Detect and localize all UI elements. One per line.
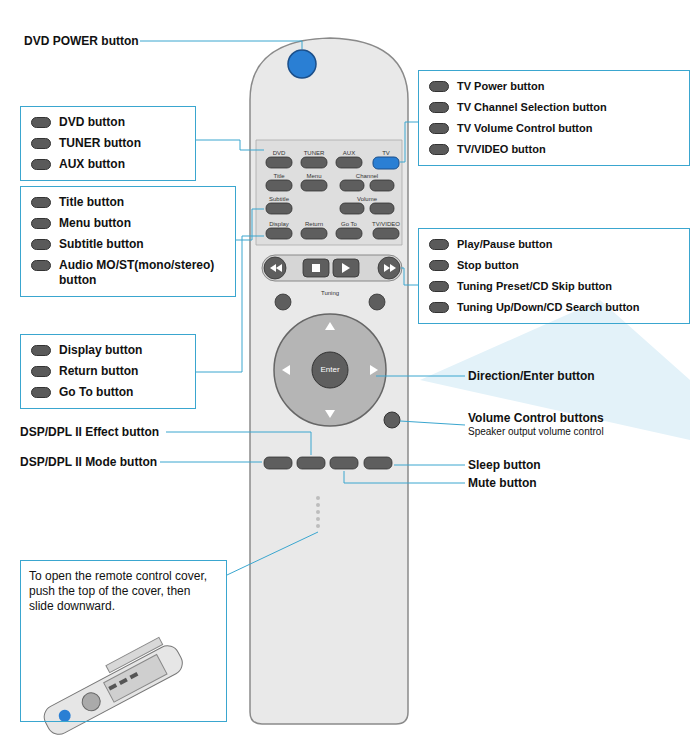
button-description: Display button — [29, 340, 187, 361]
button-description: Play/Pause button — [427, 234, 681, 255]
callout-box: Title buttonMenu buttonSubtitle buttonAu… — [20, 186, 236, 297]
button-description: Return button — [29, 361, 187, 382]
button-description: Menu button — [29, 213, 227, 234]
volume-button — [384, 412, 400, 428]
part-label: Direction/Enter button — [468, 369, 595, 383]
button-marking: Channel — [356, 173, 378, 179]
button-description: Title button — [29, 192, 227, 213]
button-marking: DVD — [273, 150, 286, 156]
button-description: TV/VIDEO button — [427, 139, 681, 160]
leader-lines — [140, 41, 465, 575]
button-marking: Enter — [320, 365, 339, 374]
cover-area — [256, 140, 402, 245]
button-marking: TUNER — [304, 150, 325, 156]
button-description: TV Power button — [427, 76, 681, 97]
button-description: Stop button — [427, 255, 681, 276]
callout-box: TV Power buttonTV Channel Selection butt… — [418, 70, 690, 166]
button-marking: Go To — [341, 221, 357, 227]
remote-body — [250, 38, 408, 724]
highlight-shade — [420, 300, 690, 440]
tv-power-button — [373, 157, 399, 169]
part-label: DVD POWER button — [24, 34, 139, 48]
button-marking: Menu — [306, 173, 321, 179]
callout-box: DVD buttonTUNER buttonAUX button — [20, 106, 196, 181]
direction-arrows — [282, 322, 378, 418]
part-label: DSP/DPL II Mode button — [20, 455, 157, 469]
button-marking: Tuning — [321, 290, 339, 296]
callout-box: Display buttonReturn buttonGo To button — [20, 334, 196, 409]
button-description: AUX button — [29, 154, 187, 175]
play-bar — [262, 255, 402, 281]
part-label: Volume Control buttons — [468, 411, 604, 425]
button-description: TUNER button — [29, 133, 187, 154]
direction-pad — [274, 314, 386, 426]
button-description: Tuning Preset/CD Skip button — [427, 276, 681, 297]
button-marking: TV — [382, 150, 390, 156]
button-description: Subtitle button — [29, 234, 227, 255]
button-description: Tuning Up/Down/CD Search button — [427, 297, 681, 318]
button-marking: AUX — [343, 150, 355, 156]
button-marking: Return — [305, 221, 323, 227]
cover-illustration — [35, 633, 186, 739]
part-label: Mute button — [468, 476, 537, 490]
play-glyphs — [270, 263, 396, 273]
play-buttons — [264, 257, 400, 310]
button-description: TV Volume Control button — [427, 118, 681, 139]
button-marking: Title — [273, 173, 284, 179]
button-marking: Subtitle — [269, 196, 289, 202]
button-description: To open the remote control cover, push t… — [29, 566, 218, 617]
button-description: DVD button — [29, 112, 187, 133]
part-label: Sleep button — [468, 458, 541, 472]
enter-button — [312, 352, 348, 388]
callout-box: Play/Pause buttonStop buttonTuning Prese… — [418, 228, 690, 324]
power-button — [288, 50, 316, 78]
button-description: Audio MO/ST(mono/stereo) button — [29, 255, 227, 291]
button-description: Go To button — [29, 382, 187, 403]
part-label: Speaker output volume control — [468, 426, 604, 437]
bottom-buttons — [264, 457, 392, 469]
button-marking: TV/VIDEO — [372, 221, 400, 227]
part-label: DSP/DPL II Effect button — [20, 425, 159, 439]
button-marking: Display — [269, 221, 289, 227]
button-marking: Volume — [357, 196, 377, 202]
speaker-dots — [316, 496, 320, 528]
button-description: TV Channel Selection button — [427, 97, 681, 118]
callout-box: To open the remote control cover, push t… — [20, 560, 227, 722]
